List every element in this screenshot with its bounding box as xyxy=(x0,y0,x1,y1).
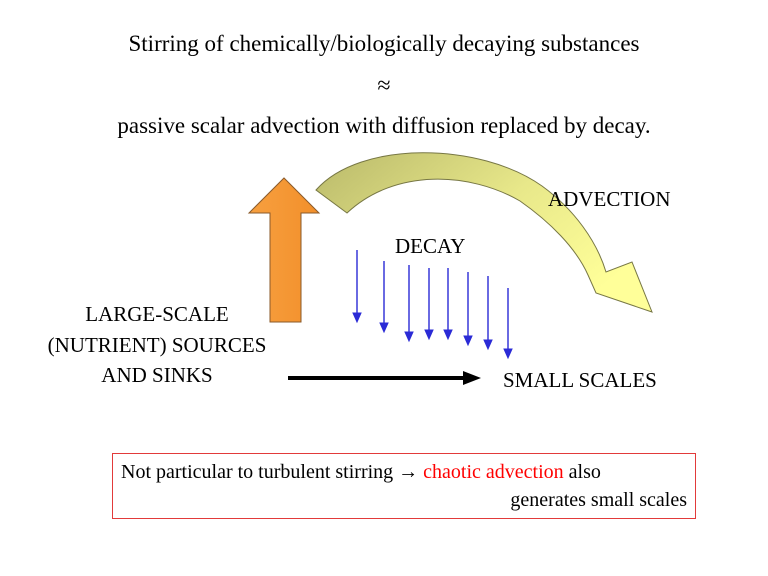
decay-arrow xyxy=(404,265,414,343)
decay-arrows xyxy=(352,250,513,360)
decay-arrow xyxy=(483,276,493,351)
decay-arrow xyxy=(424,268,434,341)
sources-up-arrow xyxy=(247,177,321,323)
decay-arrow xyxy=(352,250,362,324)
note-text-after: also xyxy=(563,461,601,483)
note-box: Not particular to turbulent stirring → c… xyxy=(112,453,696,519)
decay-label: DECAY xyxy=(395,234,466,258)
decay-arrow xyxy=(463,272,473,347)
advection-curved-arrow xyxy=(315,152,653,313)
decay-arrow xyxy=(379,261,389,334)
note-text-before: Not particular to turbulent stirring xyxy=(121,461,394,483)
cascade-arrow xyxy=(288,371,481,385)
decay-arrow xyxy=(503,288,513,360)
small-scales-label: SMALL SCALES xyxy=(503,368,657,392)
sources-label-line-2: (NUTRIENT) SOURCES xyxy=(47,333,267,357)
note-highlight: chaotic advection xyxy=(423,461,564,483)
sources-label-line-3: AND SINKS xyxy=(101,363,213,387)
note-arrow-symbol: → xyxy=(398,461,419,483)
note-line-2: generates small scales xyxy=(510,489,687,511)
sources-label-line-1: LARGE-SCALE xyxy=(85,302,229,326)
approx-symbol: ≈ xyxy=(377,73,391,99)
title-line-1: Stirring of chemically/biologically deca… xyxy=(128,31,640,56)
note-line-1: Not particular to turbulent stirring → c… xyxy=(121,458,687,486)
title-line-2: passive scalar advection with diffusion … xyxy=(117,113,651,138)
decay-arrow xyxy=(443,268,453,341)
advection-label: ADVECTION xyxy=(548,187,671,211)
